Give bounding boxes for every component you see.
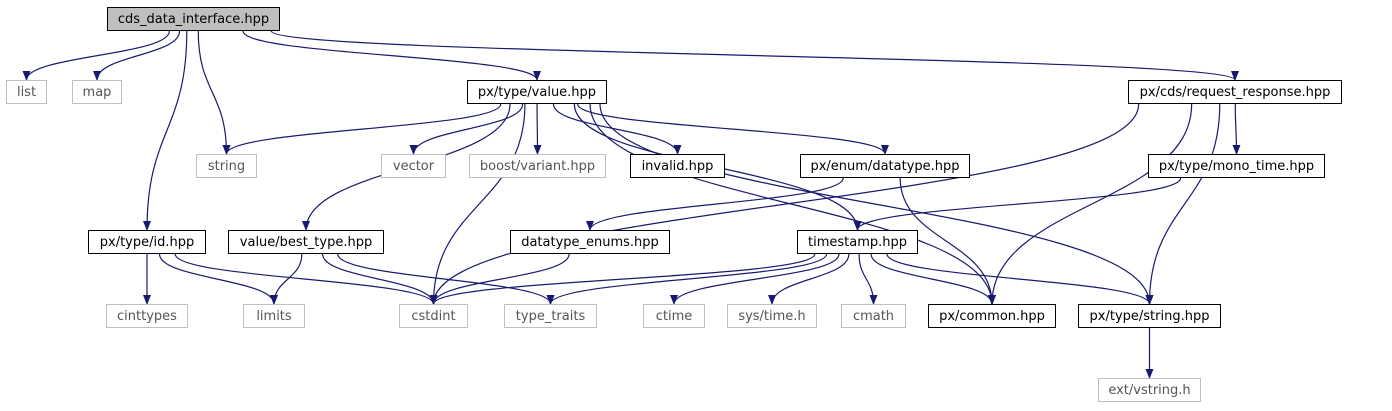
edge-timestamp-to-ctime xyxy=(670,253,840,305)
node-monotime[interactable]: px/type/mono_time.hpp xyxy=(1148,154,1325,178)
edge-reqresp-to-cstdint xyxy=(429,103,1140,305)
edge-value-to-pxstring xyxy=(599,103,1154,305)
node-root: cds_data_interface.hpp xyxy=(107,7,280,31)
node-systime: sys/time.h xyxy=(727,304,817,328)
node-id[interactable]: px/type/id.hpp xyxy=(88,230,206,254)
edge-root-to-value xyxy=(242,30,541,81)
node-ctime: ctime xyxy=(643,304,705,328)
edge-monotime-to-timestamp xyxy=(853,177,1182,231)
edge-reqresp-to-common xyxy=(988,103,1193,305)
node-dtenums[interactable]: datatype_enums.hpp xyxy=(510,230,670,254)
node-timestamp[interactable]: timestamp.hpp xyxy=(797,230,918,254)
edge-value-to-datatype xyxy=(577,103,889,155)
edge-value-to-vector xyxy=(409,103,524,155)
node-value[interactable]: px/type/value.hpp xyxy=(467,80,607,104)
node-cstdint: cstdint xyxy=(399,304,468,328)
edge-besttype-to-cstdint xyxy=(321,253,438,305)
edge-timestamp-to-cmath xyxy=(858,253,878,305)
edge-timestamp-to-pxstring xyxy=(886,253,1154,305)
node-besttype[interactable]: value/best_type.hpp xyxy=(228,230,384,254)
edge-dtenums-to-cstdint xyxy=(429,253,570,305)
edge-datatype-to-common xyxy=(899,177,996,305)
node-cmath: cmath xyxy=(841,304,906,328)
edge-timestamp-to-cstdint xyxy=(429,253,816,305)
node-pxstring[interactable]: px/type/string.hpp xyxy=(1078,304,1221,328)
node-vstring: ext/vstring.h xyxy=(1098,378,1201,402)
node-invalid[interactable]: invalid.hpp xyxy=(630,154,725,178)
edge-besttype-to-typetraits xyxy=(337,253,555,305)
edge-timestamp-to-systime xyxy=(768,253,850,305)
edge-root-to-reqresp xyxy=(270,30,1239,81)
edge-reqresp-to-monotime xyxy=(1232,103,1241,155)
edge-besttype-to-limits xyxy=(270,253,303,305)
edge-value-to-invalid xyxy=(552,103,682,155)
edge-root-to-string xyxy=(197,30,231,155)
node-map: map xyxy=(72,80,122,104)
edge-datatype-to-dtenums xyxy=(586,177,844,231)
node-limits: limits xyxy=(243,304,305,328)
node-cinttypes: cinttypes xyxy=(106,304,188,328)
edge-value-to-string xyxy=(222,103,502,155)
node-typetraits: type_traits xyxy=(504,304,597,328)
edge-timestamp-to-common xyxy=(870,253,996,305)
edge-root-to-list xyxy=(22,30,171,81)
edge-id-to-cstdint xyxy=(174,253,438,305)
node-common[interactable]: px/common.hpp xyxy=(928,304,1056,328)
node-variant: boost/variant.hpp xyxy=(469,154,606,178)
node-list: list xyxy=(6,80,47,104)
node-string: string xyxy=(196,154,257,178)
node-reqresp[interactable]: px/cds/request_response.hpp xyxy=(1128,80,1342,104)
node-datatype[interactable]: px/enum/datatype.hpp xyxy=(800,154,970,178)
edge-id-to-limits xyxy=(158,253,278,305)
node-vector: vector xyxy=(381,154,446,178)
edge-root-to-map xyxy=(93,30,181,81)
edge-reqresp-to-pxstring xyxy=(1145,103,1221,305)
edge-timestamp-to-typetraits xyxy=(546,253,828,305)
edge-root-to-id xyxy=(143,30,188,231)
edge-value-to-common xyxy=(589,103,996,305)
edge-value-to-cstdint xyxy=(429,103,526,305)
